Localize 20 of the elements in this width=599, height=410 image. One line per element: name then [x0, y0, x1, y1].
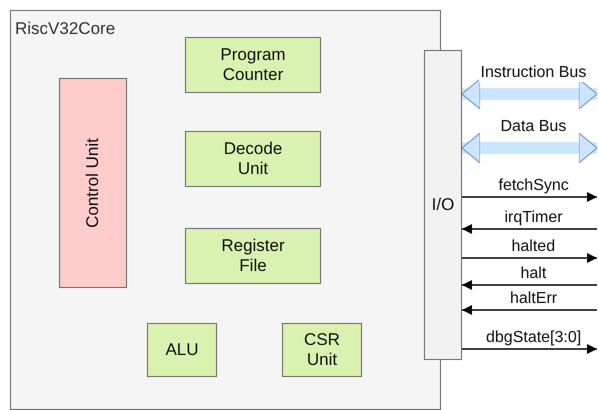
signal-arrow: [462, 192, 597, 202]
signal-arrow: [462, 305, 597, 315]
edge-label: irqTimer: [502, 209, 565, 227]
process-box: Register File: [185, 228, 321, 284]
control-box: Control Unit: [59, 78, 127, 288]
signal-arrow: [462, 344, 597, 354]
process-box: ALU: [147, 323, 217, 377]
process-box: Decode Unit: [185, 131, 321, 187]
io-bar: I/O: [424, 50, 462, 360]
process-box: CSR Unit: [282, 323, 362, 377]
signal-arrow: [462, 224, 597, 234]
edge-label: Instruction Bus: [478, 64, 588, 82]
signal-arrow: [462, 280, 597, 290]
bus-arrow: [462, 78, 598, 110]
block-title: RiscV32Core: [15, 19, 116, 39]
edge-label: dbgState[3:0]: [484, 329, 584, 347]
bus-arrow: [462, 132, 598, 164]
signal-arrow: [462, 253, 597, 263]
edge-label: fetchSync: [496, 177, 571, 195]
process-box: Program Counter: [185, 37, 321, 93]
